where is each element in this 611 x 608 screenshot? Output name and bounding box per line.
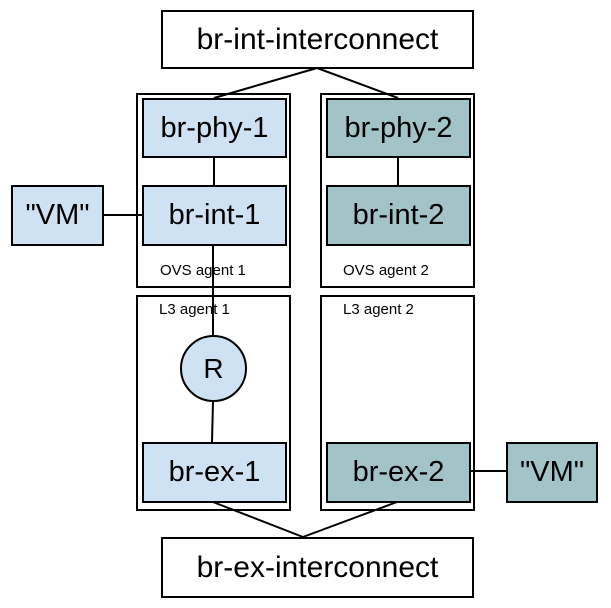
ovs-agent-1-container [136, 93, 291, 288]
br-int-2-label: br-int-2 [352, 199, 445, 231]
br-int-1-label: br-int-1 [168, 199, 261, 231]
edge-ex-1-ex-interconnect [212, 501, 304, 538]
vm-2-label: "VM" [519, 456, 585, 488]
ovs-agent-2-container [320, 93, 475, 288]
vm-2-node[interactable]: "VM" [506, 442, 598, 503]
br-ex-1-node[interactable]: br-ex-1 [142, 442, 287, 503]
br-ex-2-label: br-ex-2 [352, 456, 445, 488]
edge-router-ex-1 [211, 400, 214, 443]
edge-ex-2-ex-interconnect [302, 501, 398, 538]
br-int-interconnect-node[interactable]: br-int-interconnect [161, 10, 474, 69]
br-ex-1-label: br-ex-1 [168, 456, 261, 488]
router-label: R [203, 352, 224, 384]
vm-1-label: "VM" [25, 199, 90, 231]
br-phy-2-node[interactable]: br-phy-2 [326, 98, 471, 158]
br-int-2-node[interactable]: br-int-2 [326, 185, 471, 246]
br-ex-interconnect-label: br-ex-interconnect [196, 550, 439, 584]
l3-agent-2-container [320, 295, 475, 511]
br-phy-1-label: br-phy-1 [160, 111, 269, 144]
router-node[interactable]: R [180, 335, 247, 402]
l3-agent-1-container [136, 295, 291, 511]
br-ex-2-node[interactable]: br-ex-2 [326, 442, 471, 503]
ovs-agent-2-label: OVS agent 2 [343, 262, 429, 279]
br-ex-interconnect-node[interactable]: br-ex-interconnect [161, 537, 474, 598]
ovs-agent-1-label: OVS agent 1 [160, 262, 246, 279]
br-phy-2-label: br-phy-2 [344, 111, 453, 144]
br-int-interconnect-label: br-int-interconnect [196, 22, 439, 56]
l3-agent-2-label: L3 agent 2 [343, 301, 414, 318]
br-int-1-node[interactable]: br-int-1 [142, 185, 287, 246]
l3-agent-1-label: L3 agent 1 [159, 301, 230, 318]
br-phy-1-node[interactable]: br-phy-1 [142, 98, 287, 158]
vm-1-node[interactable]: "VM" [11, 185, 104, 246]
